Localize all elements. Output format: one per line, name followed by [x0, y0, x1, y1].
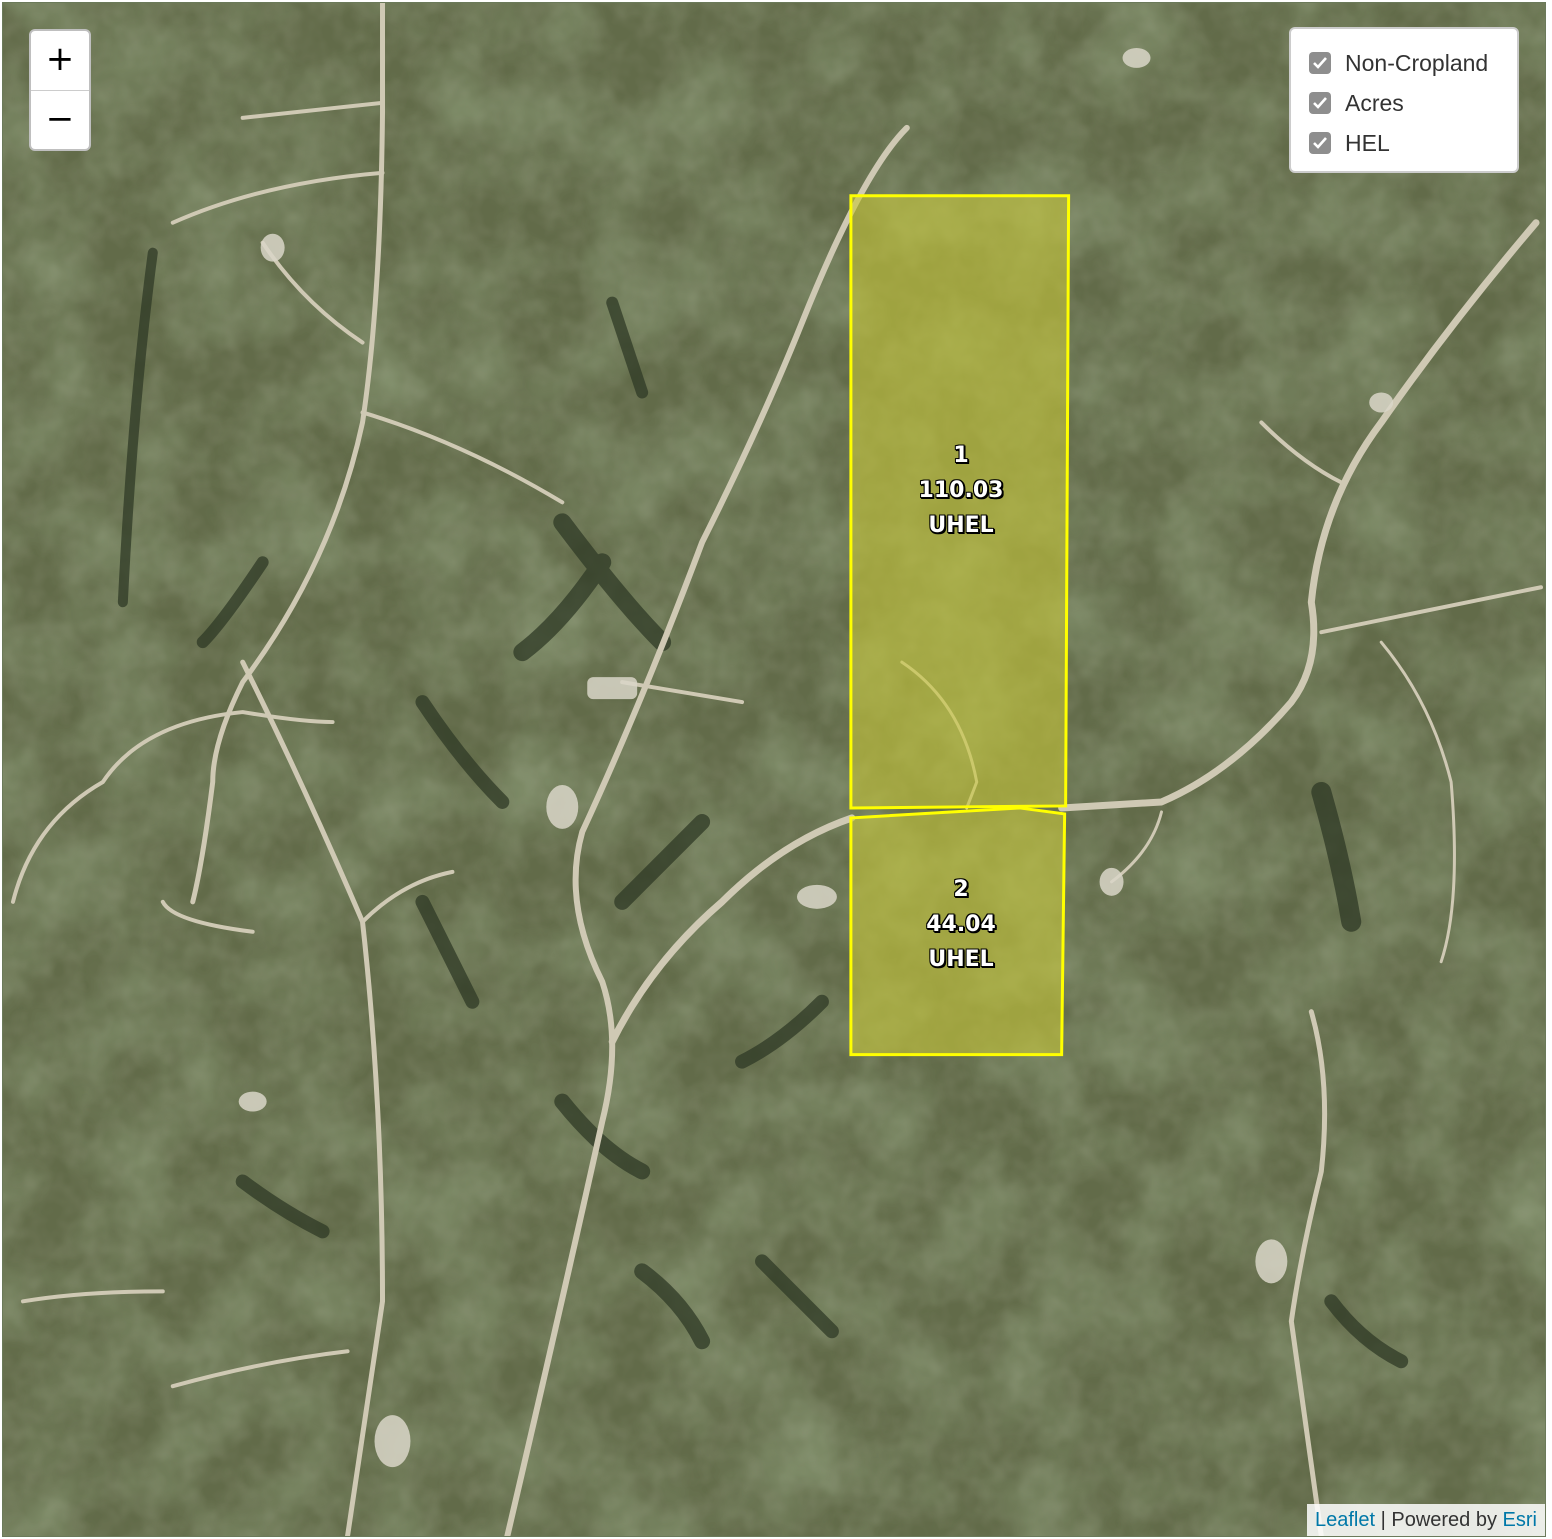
parcel-2-acres: 44.04	[926, 912, 996, 937]
zoom-control: + −	[29, 29, 91, 151]
checkbox-icon[interactable]	[1309, 92, 1331, 114]
parcel-1-polygon	[849, 194, 1071, 810]
layer-item-acres[interactable]: Acres	[1309, 83, 1499, 123]
attribution-separator: | Powered by	[1380, 1509, 1497, 1531]
leaflet-link[interactable]: Leaflet	[1314, 1509, 1376, 1531]
layer-label: Acres	[1345, 89, 1404, 116]
zoom-in-button[interactable]: +	[45, 39, 75, 79]
parcel-2-id: 2	[953, 877, 969, 902]
checkbox-icon[interactable]	[1309, 52, 1331, 74]
parcel-1-hel: UHEL	[928, 513, 994, 538]
parcel-1-acres: 110.03	[918, 478, 1004, 503]
layer-label: HEL	[1345, 129, 1390, 156]
satellite-basemap[interactable]	[3, 3, 1545, 1536]
parcel-1-label: 1 110.03 UHEL	[861, 438, 1061, 543]
layer-label: Non-Cropland	[1345, 49, 1489, 76]
ravines	[117, 247, 1409, 1369]
layer-item-non-cropland[interactable]: Non-Cropland	[1309, 43, 1499, 83]
parcel-2-polygon	[849, 806, 1067, 1057]
checkbox-icon[interactable]	[1309, 132, 1331, 154]
map-attribution: Leaflet | Powered by Esri	[1306, 1504, 1545, 1536]
esri-link[interactable]: Esri	[1502, 1509, 1537, 1531]
parcel-2-label: 2 44.04 UHEL	[861, 872, 1061, 977]
parcel-1-id: 1	[953, 443, 969, 468]
roads	[10, 3, 1544, 1536]
layer-item-hel[interactable]: HEL	[1309, 123, 1499, 163]
layer-control: Non-Cropland Acres HEL	[1289, 27, 1519, 173]
well-pads	[238, 47, 1394, 1468]
zoom-out-button[interactable]: −	[31, 90, 89, 149]
parcel-2-hel: UHEL	[928, 947, 994, 972]
